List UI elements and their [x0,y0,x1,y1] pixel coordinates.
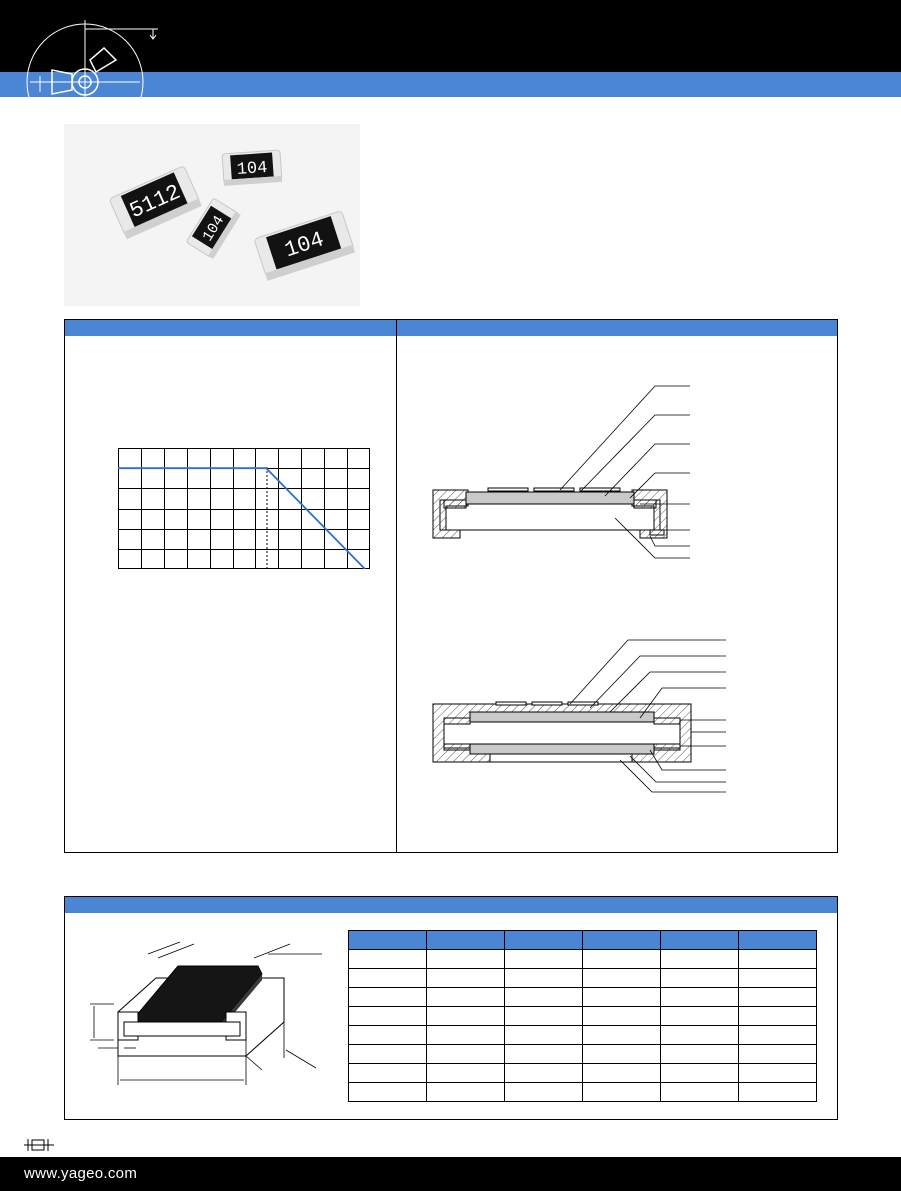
brand-emblem-icon [26,20,158,100]
table-header-cell [426,930,505,950]
construction-diagram-single-sided [432,385,690,559]
construction-diagram-double-sided [432,639,726,793]
derating-construction-panel [64,319,838,853]
table-row [348,1025,817,1045]
panel-header-bar [65,897,837,913]
panel-header-bar [65,320,837,336]
table-row [348,949,817,969]
table-row [348,1063,817,1083]
table-row [348,1082,817,1102]
panel-divider [396,320,397,852]
table-header-cell [348,930,427,950]
table-header-cell [660,930,739,950]
product-photo: 5112 104 104 104 [64,124,360,306]
derating-line [118,467,366,569]
table-header-cell [582,930,661,950]
derating-curve-chart [118,448,370,569]
table-row [348,1044,817,1064]
table-header-cell [738,930,817,950]
chip-dimension-drawing [90,941,322,1085]
header-accent-bar [0,72,901,97]
chip-marking: 104 [236,159,268,180]
website-link[interactable]: www.yageo.com [24,1165,138,1182]
resistor-icon [24,1139,54,1151]
table-header-cell [504,930,583,950]
dimensions-table [348,930,817,1102]
table-row [348,968,817,988]
table-row [348,987,817,1007]
footer-bar: www.yageo.com [0,1157,901,1191]
table-header-row [348,930,817,950]
table-row [348,1006,817,1026]
